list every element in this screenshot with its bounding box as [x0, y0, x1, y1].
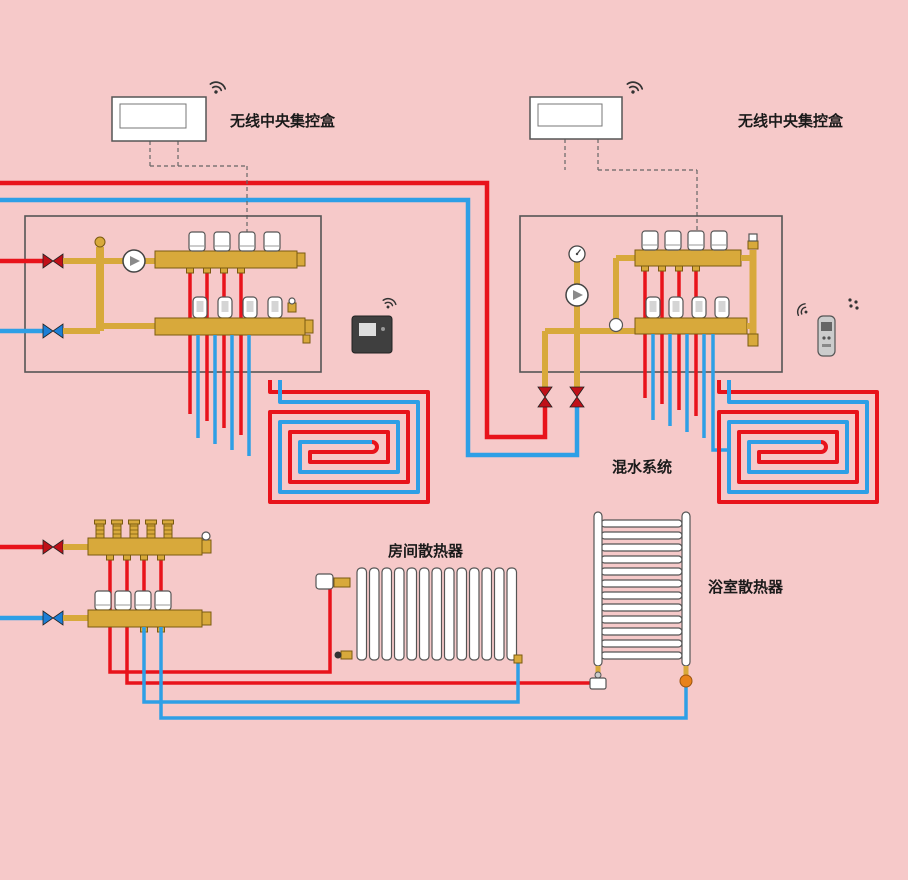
thermostat — [351, 296, 398, 354]
towel-rail-right-tube — [681, 511, 691, 667]
towel-rail-left-tube — [593, 511, 603, 667]
lockshield-valve — [111, 519, 123, 539]
flow-meter — [242, 296, 258, 319]
towel-rail-fitting — [679, 674, 693, 688]
valve-actuator — [213, 231, 231, 252]
main-supply-pipes — [0, 180, 580, 458]
flow-meter — [217, 296, 233, 319]
valve-actuator — [641, 230, 659, 251]
remote-control — [794, 298, 859, 357]
towel-rail-valve — [589, 677, 607, 690]
coil-feed-pipe — [711, 334, 731, 452]
manifold-unit-left — [0, 215, 322, 456]
auto-air-vent-icon — [288, 297, 296, 305]
radiator-return-pipe-1 — [142, 627, 520, 704]
room-radiator — [315, 567, 523, 664]
manifold-unit-right-frame — [519, 215, 783, 373]
valve-actuator — [114, 590, 132, 611]
thermostatic-valve-head — [315, 573, 334, 590]
flow-meter — [668, 296, 684, 319]
valve-actuator — [94, 590, 112, 611]
control-box-2 — [529, 79, 698, 237]
lockshield-valve — [94, 519, 106, 539]
floor-loop-return-pipes-1 — [196, 335, 251, 456]
radiator-supply-stubs — [142, 558, 163, 592]
valve-actuator — [134, 590, 152, 611]
label-wireless-box-2: 无线中央集控盒 — [737, 112, 844, 130]
supply-manifold-3 — [87, 519, 212, 561]
floor-loop-supply-pipes-1 — [188, 272, 243, 435]
supply-manifold-1 — [154, 231, 306, 274]
thermostat-screen — [359, 323, 376, 336]
manifold-unit-bottom — [0, 519, 688, 720]
flow-meter — [192, 296, 208, 319]
valve-actuator — [263, 231, 281, 252]
drain-valve-knob — [334, 651, 342, 659]
label-wireless-box-1: 无线中央集控盒 — [229, 112, 336, 130]
floor-loop-return-pipes-2 — [651, 334, 706, 438]
bathroom-radiator — [589, 511, 693, 690]
label-room-radiator: 房间散热器 — [388, 542, 464, 560]
lockshield-valve — [128, 519, 140, 539]
valve-actuator — [664, 230, 682, 251]
pressure-gauge — [568, 245, 586, 263]
lockshield-valve — [145, 519, 157, 539]
flow-meter — [267, 296, 283, 319]
manifold-unit-right — [519, 215, 783, 452]
remote-screen — [821, 322, 832, 331]
control-wiring-2 — [564, 139, 698, 237]
check-valve-icon — [608, 317, 624, 333]
valve-actuator — [154, 590, 172, 611]
flow-meter — [714, 296, 730, 319]
control-box-2-display — [537, 103, 603, 127]
return-manifold-1 — [154, 296, 314, 344]
control-box-1-display — [119, 103, 187, 129]
radiator-return-pipe-2 — [159, 627, 688, 720]
control-box-1 — [111, 79, 248, 237]
manifold-unit-left-frame — [24, 215, 322, 373]
circulation-pump-2 — [565, 283, 589, 307]
valve-actuator — [687, 230, 705, 251]
signal-dots-icon — [848, 298, 859, 310]
supply-manifold-2 — [634, 230, 742, 272]
air-vent-icon — [94, 236, 106, 248]
valve-actuator — [188, 231, 206, 252]
lockshield-valve — [162, 519, 174, 539]
flow-meter — [645, 296, 661, 319]
circulation-pump-1 — [122, 249, 146, 273]
flow-meter — [691, 296, 707, 319]
room-radiator-fins — [356, 567, 518, 661]
thermostat-button — [381, 327, 385, 331]
valve-actuator — [710, 230, 728, 251]
valve-actuator — [238, 231, 256, 252]
label-bathroom-radiator: 浴室散热器 — [708, 578, 784, 596]
label-mixing-system: 混水系统 — [612, 458, 672, 476]
